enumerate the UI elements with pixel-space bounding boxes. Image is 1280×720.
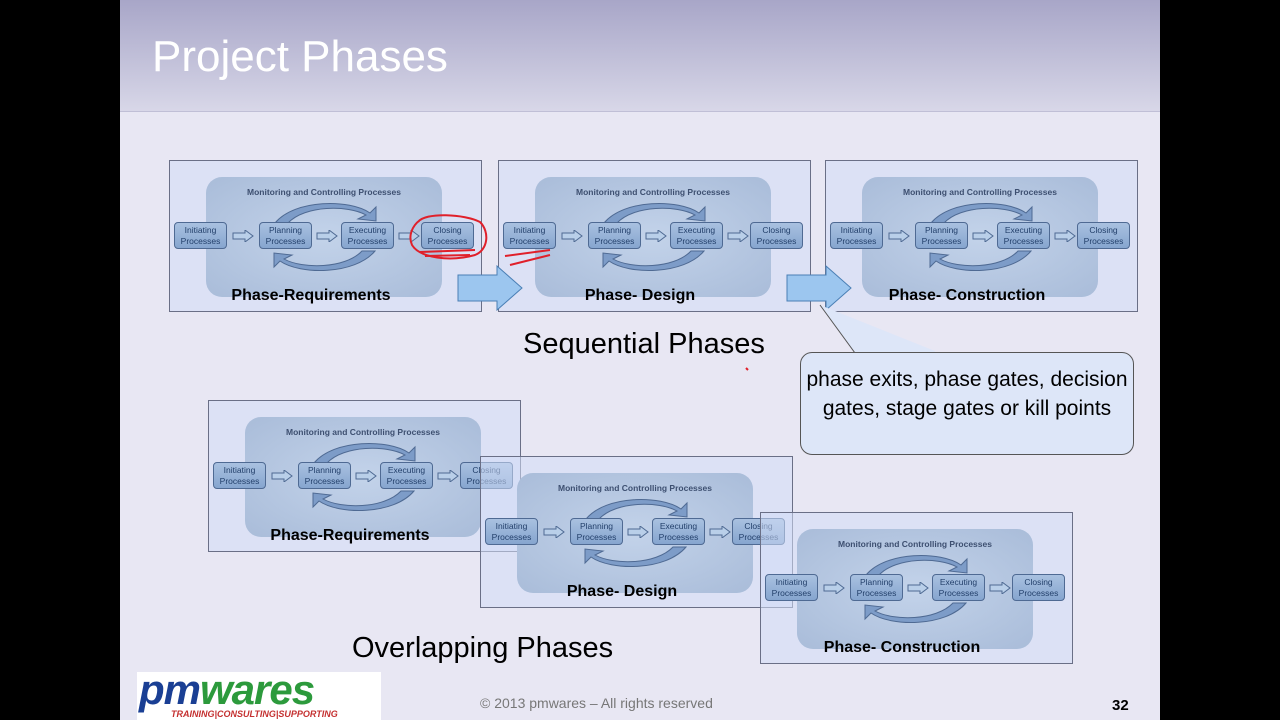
cycle-arrow-bottom-icon <box>312 490 416 511</box>
process-box: Initiating Processes <box>174 222 227 249</box>
phase-label: Phase-Requirements <box>231 287 391 304</box>
copyright-text: © 2013 pmwares – All rights reserved <box>480 695 713 711</box>
process-box: Initiating Processes <box>830 222 883 249</box>
process-box: Executing Processes <box>341 222 394 249</box>
process-box: Planning Processes <box>850 574 903 601</box>
process-box: Executing Processes <box>932 574 985 601</box>
monitoring-label: Monitoring and Controlling Processes <box>558 483 712 493</box>
sequential-phases-heading: Sequential Phases <box>523 328 765 360</box>
process-arrow-icon <box>907 582 929 594</box>
process-arrow-icon <box>355 470 377 482</box>
process-box: Executing Processes <box>652 518 705 545</box>
process-arrow-icon <box>316 230 338 242</box>
phase-transition-arrow-icon <box>786 265 852 311</box>
process-arrow-icon <box>645 230 667 242</box>
monitoring-label: Monitoring and Controlling Processes <box>576 187 730 197</box>
process-arrow-icon <box>989 582 1011 594</box>
cycle-arrow-top-icon <box>929 203 1033 224</box>
process-box: Closing Processes <box>421 222 474 249</box>
cycle-arrow-top-icon <box>584 499 688 520</box>
process-arrow-icon <box>823 582 845 594</box>
process-arrow-icon <box>561 230 583 242</box>
slide-title: Project Phases <box>152 32 448 81</box>
process-arrow-icon <box>1054 230 1076 242</box>
phase-label: Phase- Construction <box>823 639 981 656</box>
process-box: Executing Processes <box>380 462 433 489</box>
process-arrow-icon <box>543 526 565 538</box>
cycle-arrow-bottom-icon <box>929 250 1033 271</box>
process-box: Initiating Processes <box>765 574 818 601</box>
cycle-arrow-bottom-icon <box>864 602 968 623</box>
cycle-arrow-bottom-icon <box>602 250 706 271</box>
phase-label: Phase- Design <box>584 287 696 304</box>
pmwares-logo: pmwares TRAINING|CONSULTING|SUPPORTING <box>137 672 381 720</box>
process-box: Executing Processes <box>670 222 723 249</box>
logo-wordmark: pmwares <box>139 672 315 713</box>
phase-label: Phase-Requirements <box>270 527 430 544</box>
phase-gates-callout: phase exits, phase gates, decision gates… <box>800 352 1134 455</box>
cycle-arrow-bottom-icon <box>584 546 688 567</box>
process-arrow-icon <box>888 230 910 242</box>
process-box: Closing Processes <box>750 222 803 249</box>
process-box: Planning Processes <box>298 462 351 489</box>
phase-label: Phase- Design <box>566 583 678 600</box>
cycle-arrow-top-icon <box>312 443 416 464</box>
process-arrow-icon <box>271 470 293 482</box>
process-arrow-icon <box>437 470 459 482</box>
monitoring-label: Monitoring and Controlling Processes <box>903 187 1057 197</box>
overlapping-phases-heading: Overlapping Phases <box>352 632 614 664</box>
slide-header: Project Phases <box>120 0 1160 112</box>
process-box: Initiating Processes <box>213 462 266 489</box>
cycle-arrow-top-icon <box>602 203 706 224</box>
cycle-arrow-bottom-icon <box>273 250 377 271</box>
cycle-arrow-top-icon <box>864 555 968 576</box>
process-box: Initiating Processes <box>503 222 556 249</box>
process-box: Closing Processes <box>1077 222 1130 249</box>
process-box: Planning Processes <box>259 222 312 249</box>
slide: Project Phases Sequential Phases Overlap… <box>120 0 1160 720</box>
process-arrow-icon <box>727 230 749 242</box>
logo-tagline: TRAINING|CONSULTING|SUPPORTING <box>171 709 338 719</box>
red-pen-annotation <box>409 214 749 371</box>
process-box: Planning Processes <box>570 518 623 545</box>
process-arrow-icon <box>232 230 254 242</box>
process-arrow-icon <box>709 526 731 538</box>
phase-transition-arrow-icon <box>457 265 523 311</box>
phase-label: Phase- Construction <box>888 287 1046 304</box>
monitoring-label: Monitoring and Controlling Processes <box>247 187 401 197</box>
cycle-arrow-top-icon <box>273 203 377 224</box>
monitoring-label: Monitoring and Controlling Processes <box>286 427 440 437</box>
page-number: 32 <box>1112 697 1129 714</box>
process-box: Planning Processes <box>588 222 641 249</box>
process-box: Closing Processes <box>1012 574 1065 601</box>
monitoring-label: Monitoring and Controlling Processes <box>838 539 992 549</box>
process-box: Executing Processes <box>997 222 1050 249</box>
process-arrow-icon <box>972 230 994 242</box>
process-box: Initiating Processes <box>485 518 538 545</box>
process-arrow-icon <box>627 526 649 538</box>
process-box: Planning Processes <box>915 222 968 249</box>
